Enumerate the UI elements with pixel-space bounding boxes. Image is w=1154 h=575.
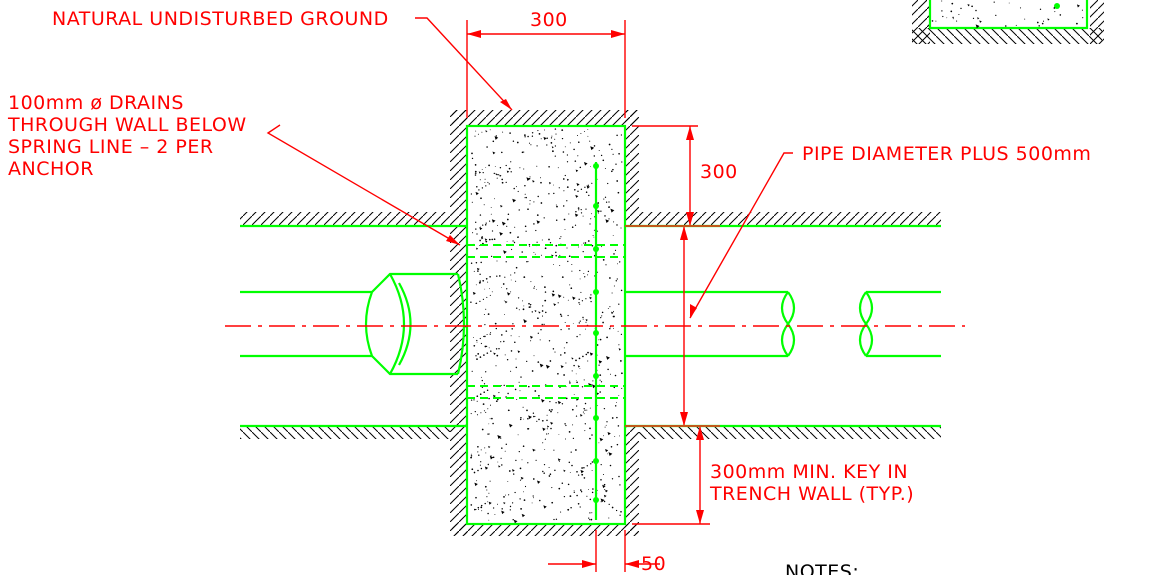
notes-heading: NOTES:: [785, 561, 859, 575]
top-width-dimension: 300: [530, 9, 568, 31]
trench-edge-accents: [625, 225, 720, 427]
natural-ground-label: NATURAL UNDISTURBED GROUND: [52, 8, 389, 30]
dimension-arrows: [446, 30, 704, 568]
drains-label-line1: 100mm ø DRAINS: [8, 92, 184, 114]
bottom-offset-dimension: 50: [641, 553, 666, 575]
inset-concrete-texture: [931, 0, 1084, 29]
anchor-block-outline: [465, 124, 627, 526]
pipe: [240, 272, 941, 376]
drains-label-line2: THROUGH WALL BELOW: [7, 114, 247, 136]
rebar-dots: [593, 163, 599, 503]
drains-label-line4: ANCHOR: [8, 158, 94, 180]
drains-label-line3: SPRING LINE – 2 PER: [8, 136, 214, 158]
top-depth-dimension: 300: [700, 161, 738, 183]
ground-hatching: [240, 110, 941, 536]
dimension-lines: [266, 17, 793, 572]
concrete-texture: [470, 128, 623, 524]
drain-pipes: [467, 244, 625, 399]
key-label-line1: 300mm MIN. KEY IN: [710, 461, 908, 483]
inset-detail: [912, 0, 1104, 44]
pipe-diameter-label: PIPE DIAMETER PLUS 500mm: [802, 143, 1091, 165]
key-label-line2: TRENCH WALL (TYP.): [709, 483, 914, 505]
